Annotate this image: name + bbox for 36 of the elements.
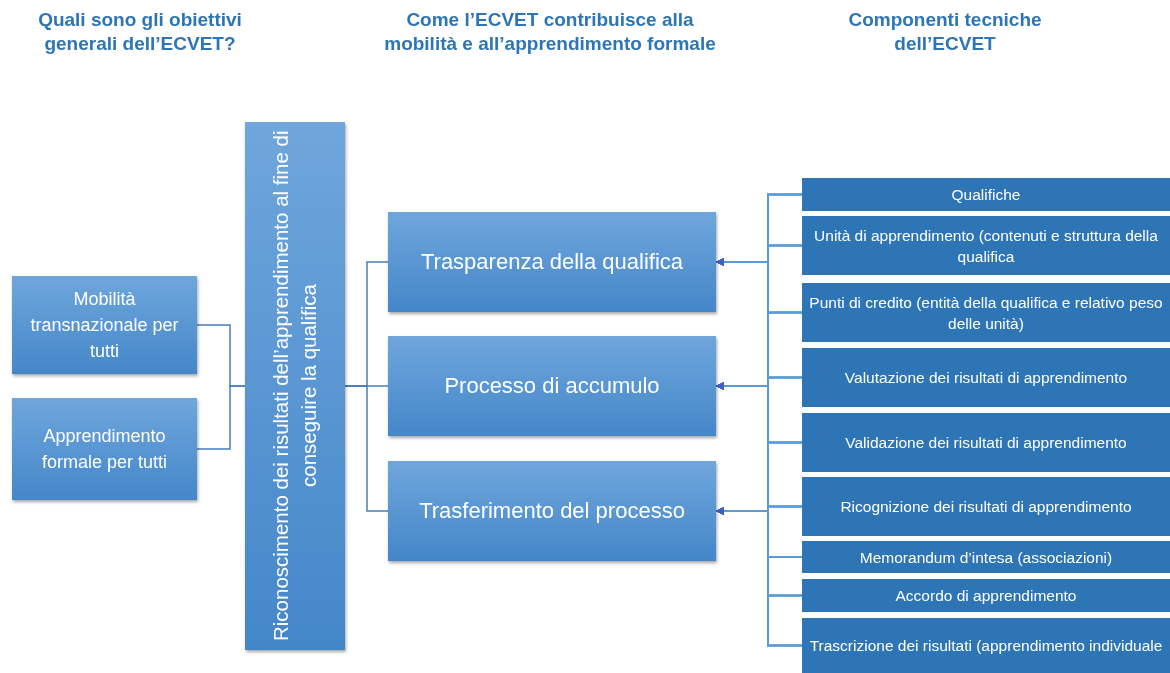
component-box [802,477,1170,536]
process-box [388,212,716,312]
box-label: Valutazione dei risultati di apprendimento [844,368,1128,388]
box-label: Apprendimento formale per tutti [40,425,169,474]
component-box [802,579,1170,612]
box-label: Trasferimento del processo [419,497,685,525]
process-box [245,122,345,650]
process-box [388,461,716,561]
box-label: Trascrizione dei risultati (apprendimento individuale [809,636,1163,656]
process-box [388,336,716,436]
component-box [802,178,1170,211]
box-label: Validazione dei risultati di apprendimento [845,433,1127,453]
box-label: Ricognizione dei risultati di apprendimento [840,497,1132,517]
box-label: Memorandum d’intesa (associazioni) [859,547,1113,568]
box-label: Accordo di apprendimento [895,586,1077,606]
connector-line [196,385,246,450]
component-box [802,618,1170,673]
connector-line [344,385,389,512]
arrow [716,507,803,647]
process-box [12,276,197,374]
component-box [802,541,1170,573]
box-label: Trasparenza della qualifica [420,248,684,276]
component-box [802,348,1170,407]
column-heading: Come l’ECVET contribuisce alla mobilità e all’apprendimento formale [383,8,717,56]
box-label: Punti di credito (entità della qualifica e relativo peso delle unità) [808,292,1164,334]
box-label: Processo di accumulo [444,372,660,400]
column-heading: Componenti tecniche dell’ECVET [847,8,1043,56]
component-box [802,283,1170,342]
box-label: Mobilità transnazionale per tutti [29,288,180,363]
process-box [12,398,197,500]
component-box [802,413,1170,472]
box-label: Qualifiche [951,185,1021,205]
column-heading: Quali sono gli obiettivi generali dell’ECVET? [37,8,243,56]
component-box [802,216,1170,275]
box-label: Unità di apprendimento (contenuti e struttura della qualifica [813,225,1159,267]
box-label: Riconoscimento dei risultati dell’apprendimento al fine di conseguire la qualifica [268,129,321,644]
